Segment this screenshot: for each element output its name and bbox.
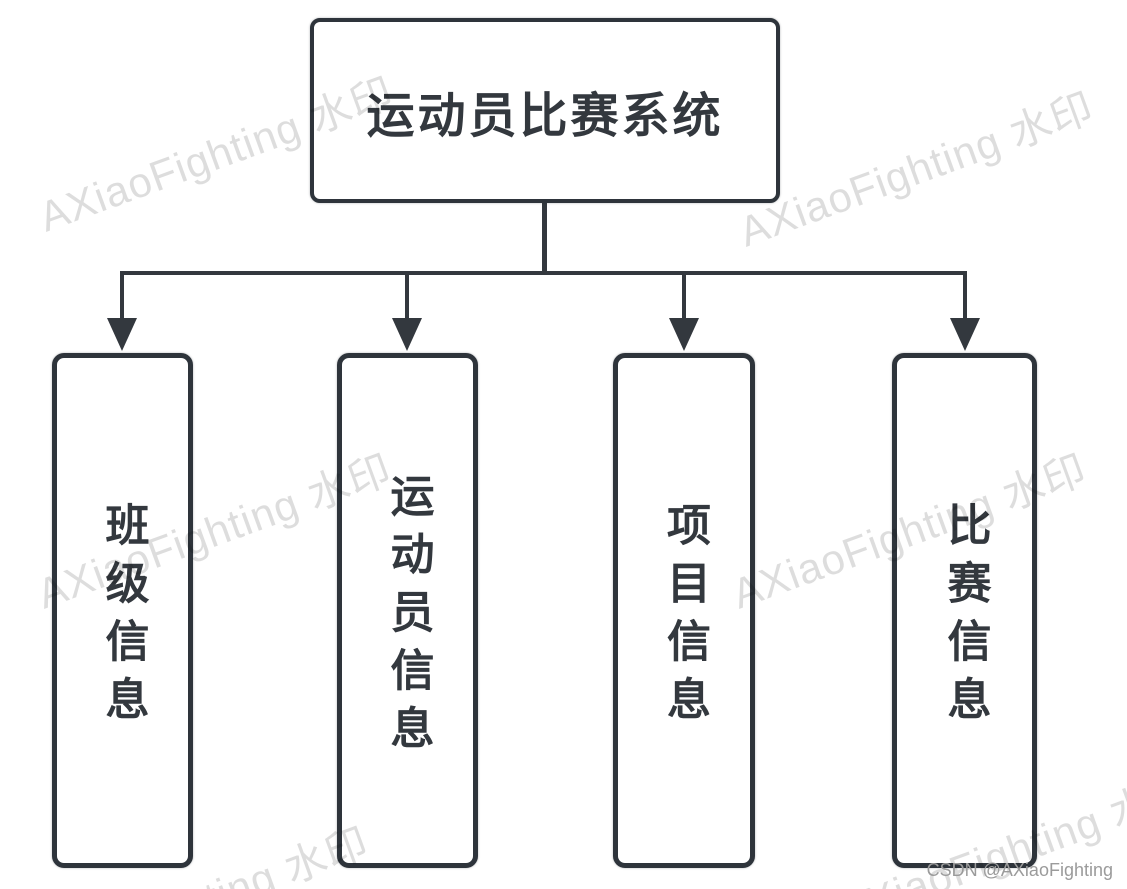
child-node-label: 项目信息 (660, 501, 709, 734)
child-node-label: 运动员信息 (383, 472, 433, 763)
watermark-text: AXiaoFighting 水印 (732, 83, 1100, 256)
child-node-event-info: 项目信息 (613, 353, 755, 868)
arrow-down-icon (107, 318, 137, 351)
arrow-down-icon (392, 318, 422, 351)
connector-branch-2 (405, 271, 409, 322)
csdn-credit-text: CSDN @AXiaoFighting (926, 860, 1113, 880)
connector-horizontal-bus (120, 271, 967, 275)
child-node-label: 比赛信息 (940, 501, 990, 734)
child-node-match-info: 比赛信息 (892, 353, 1037, 868)
arrow-down-icon (950, 318, 980, 351)
child-node-athlete-info: 运动员信息 (337, 353, 478, 868)
connector-branch-1 (120, 271, 124, 322)
child-node-label: 班级信息 (98, 501, 148, 734)
connector-branch-3 (682, 271, 686, 322)
connector-trunk-line (542, 200, 547, 275)
arrow-down-icon (669, 318, 699, 351)
child-node-class-info: 班级信息 (52, 353, 193, 868)
root-node-athlete-competition-system: 运动员比赛系统 (310, 18, 780, 203)
connector-branch-4 (963, 271, 967, 322)
root-node-label: 运动员比赛系统 (366, 89, 724, 143)
